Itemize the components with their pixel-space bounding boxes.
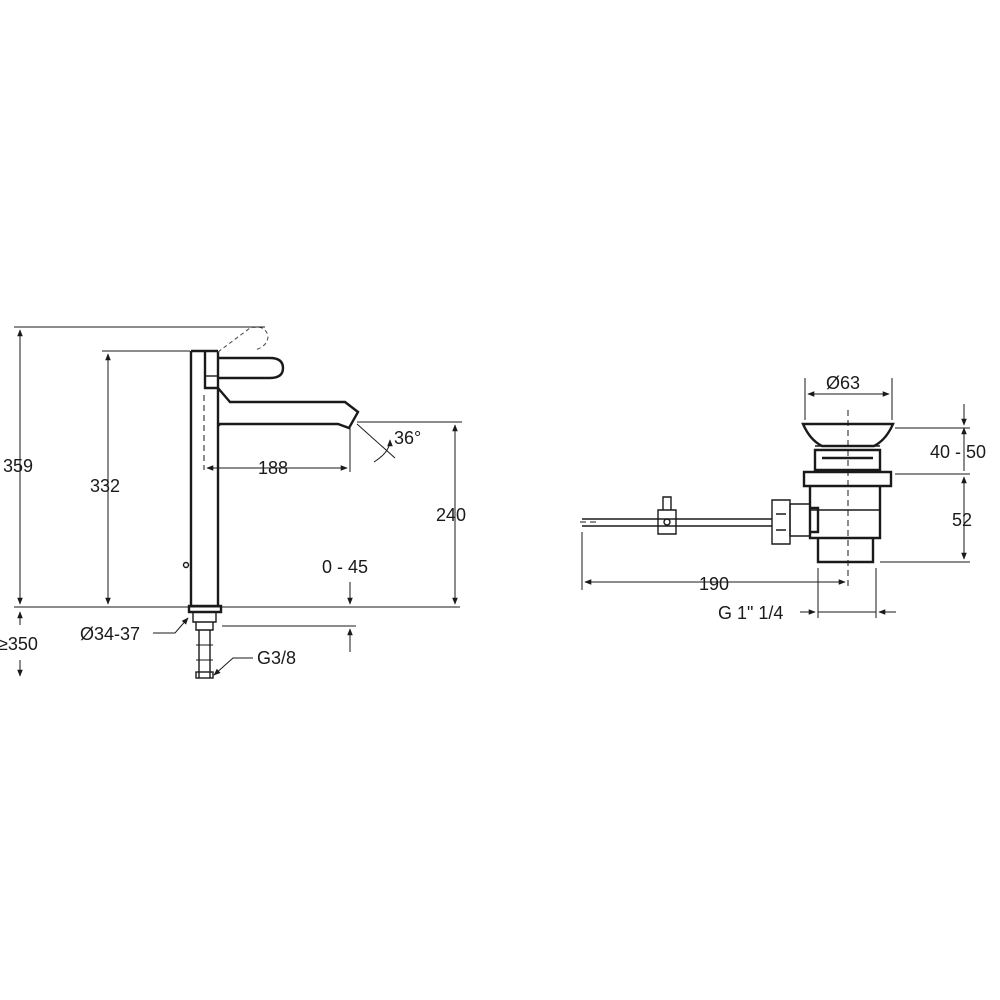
dim-flange-range: 40 - 50 (930, 442, 986, 462)
dim-hose-length: ≥350 (0, 634, 38, 654)
waste-body (808, 486, 882, 564)
faucet-lever (203, 351, 285, 390)
dim-height-total: 359 (3, 456, 33, 476)
lever-raised-ghost (217, 326, 269, 353)
dim-deck-thickness: 0 - 45 (322, 557, 368, 577)
waste-drawing: Ø63 40 - 50 52 190 G 1" 1/4 (580, 373, 986, 623)
dim-outlet-thread: G 1" 1/4 (718, 603, 783, 623)
dim-hole-diameter: Ø34-37 (80, 624, 140, 644)
dim-spout-height: 240 (436, 505, 466, 525)
dim-swivel-angle: 36° (394, 428, 421, 448)
rod-clamp (657, 496, 677, 535)
dim-rod-length: 190 (699, 574, 729, 594)
faucet-spout (217, 387, 360, 430)
dim-connection-thread: G3/8 (257, 648, 296, 668)
dim-spout-reach: 188 (258, 458, 288, 478)
waste-flange (802, 448, 893, 488)
faucet-body (189, 351, 220, 606)
faucet-drawing: 359 332 188 36° 240 0 - 45 Ø34-37 G3/8 (0, 326, 466, 679)
waste-pull-rod (582, 518, 772, 527)
faucet-base (187, 604, 223, 614)
dim-top-diameter: Ø63 (826, 373, 860, 393)
dim-height-body: 332 (90, 476, 120, 496)
dim-body-height: 52 (952, 510, 972, 530)
